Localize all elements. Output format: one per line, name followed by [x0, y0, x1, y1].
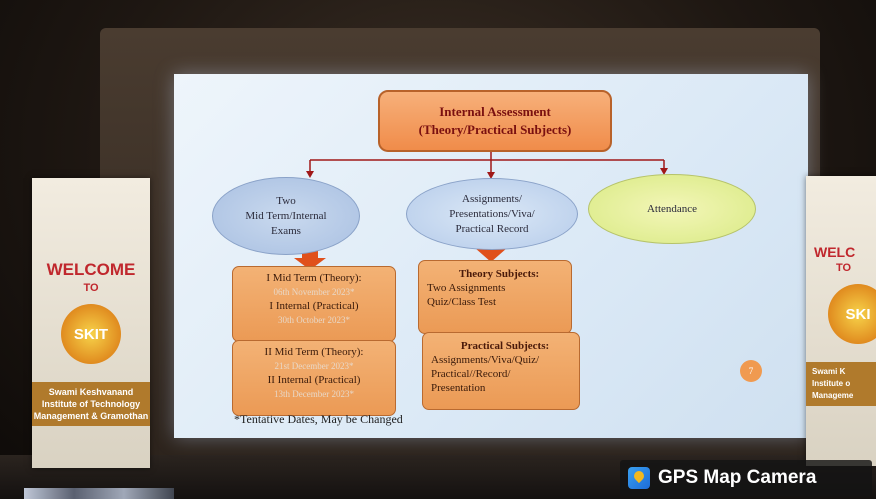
- ellipse-text: Attendance: [646, 202, 698, 215]
- exam-label: I Internal (Practical): [269, 300, 359, 312]
- box-line: Quiz/Class Test: [427, 296, 496, 308]
- banner-welcome: WELC: [814, 244, 856, 260]
- title-line-2: (Theory/Practical Subjects): [418, 122, 572, 137]
- assignments-ellipse: Assignments/ Presentations/Viva/ Practic…: [406, 178, 578, 250]
- box-line: Assignments/Viva/Quiz/: [431, 354, 540, 366]
- exam-date: 06th November 2023*: [273, 287, 355, 297]
- welcome-banner-left: WELCOME TO SKIT Swami Keshvanand Institu…: [32, 178, 150, 468]
- slide-page-number: 7: [740, 360, 762, 382]
- welcome-banner-right: WELC TO SKI Swami K Institute o Manageme: [806, 176, 876, 466]
- ellipse-text: Mid Term/Internal: [245, 209, 327, 222]
- institute-name: Swami Keshvanand Institute of Technology…: [32, 382, 150, 426]
- practical-subjects-box: Practical Subjects: Assignments/Viva/Qui…: [422, 332, 580, 410]
- title-line-1: Internal Assessment: [439, 104, 551, 119]
- midterm-box-2: II Mid Term (Theory): 21st December 2023…: [232, 340, 396, 416]
- skit-logo-icon: SKI: [828, 284, 876, 344]
- box-heading: Practical Subjects:: [460, 340, 550, 352]
- audience-heads: [24, 488, 174, 499]
- projected-slide: Internal Assessment (Theory/Practical Su…: [174, 74, 808, 438]
- watermark-label: GPS Map Camera: [658, 467, 817, 488]
- attendance-ellipse: Attendance: [588, 174, 756, 244]
- box-line: Two Assignments: [427, 282, 506, 294]
- exam-label: I Mid Term (Theory):: [266, 272, 362, 284]
- banner-to: TO: [83, 282, 99, 294]
- skit-logo-icon: SKIT: [61, 304, 121, 364]
- institute-line: Institute of Technology: [41, 399, 141, 409]
- ellipse-text: Practical Record: [455, 222, 529, 235]
- tentative-dates-footnote: *Tentative Dates, May be Changed: [234, 412, 403, 426]
- ellipse-text: Two: [276, 194, 296, 207]
- institute-line: Manageme: [812, 391, 854, 400]
- institute-line: Swami Keshvanand: [48, 387, 134, 397]
- institute-line: Institute o: [812, 379, 851, 388]
- ellipse-text: Assignments/: [462, 192, 522, 205]
- assessment-title-box: Internal Assessment (Theory/Practical Su…: [378, 90, 612, 152]
- box-line: Presentation: [431, 382, 486, 394]
- institute-line: Swami K: [812, 367, 846, 376]
- exam-date: 21st December 2023*: [274, 361, 354, 371]
- exam-label: II Mid Term (Theory):: [264, 346, 364, 358]
- ellipse-text: Exams: [271, 224, 301, 237]
- midterm-exams-ellipse: Two Mid Term/Internal Exams: [212, 177, 360, 255]
- theory-subjects-box: Theory Subjects: Two Assignments Quiz/Cl…: [418, 260, 572, 334]
- exam-date: 30th October 2023*: [278, 315, 350, 325]
- institute-name: Swami K Institute o Manageme: [806, 362, 876, 406]
- banner-welcome: WELCOME: [46, 260, 136, 279]
- exam-label: II Internal (Practical): [267, 374, 361, 386]
- midterm-box-1: I Mid Term (Theory): 06th November 2023*…: [232, 266, 396, 342]
- ellipse-text: Presentations/Viva/: [449, 207, 535, 220]
- exam-date: 13th December 2023*: [274, 389, 354, 399]
- box-line: Practical//Record/: [431, 368, 511, 380]
- banner-to: TO: [836, 262, 852, 274]
- institute-line: Management & Gramothan: [33, 411, 149, 421]
- map-pin-icon: [628, 467, 650, 489]
- box-heading: Theory Subjects:: [458, 268, 540, 280]
- gps-map-camera-watermark: GPS Map Camera: [620, 460, 872, 496]
